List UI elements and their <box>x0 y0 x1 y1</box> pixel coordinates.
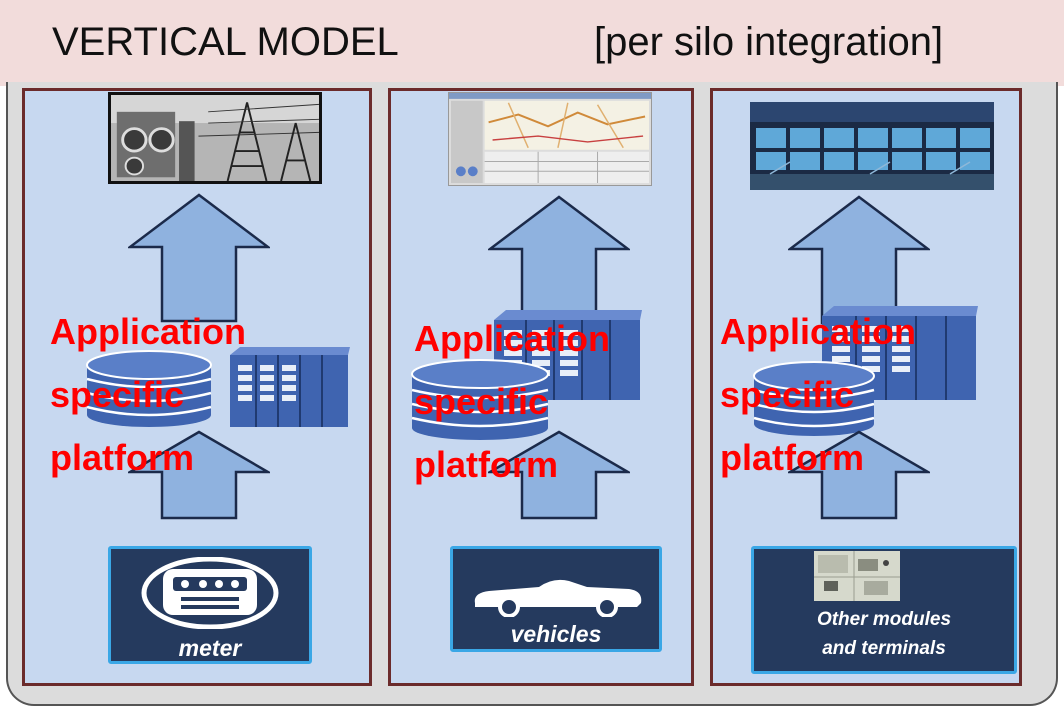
database-stack-icon <box>752 358 876 438</box>
device-label-vehicles: vehicles <box>510 621 602 647</box>
platform-label-1: Application specific platform <box>50 311 246 478</box>
convertible-car-icon <box>469 573 647 618</box>
up-arrow-bottom-3 <box>788 430 930 520</box>
electricity-meter-icon <box>141 556 279 630</box>
database-stack-icon <box>410 354 550 442</box>
diagram-subtitle: [per silo integration] <box>594 20 944 64</box>
device-box-other-modules: Other modules and terminals <box>751 546 1017 674</box>
server-rack-icon <box>228 345 350 429</box>
up-arrow-top-1 <box>128 193 270 323</box>
map-tracking-software-icon <box>448 92 652 186</box>
title-band: VERTICAL MODEL [per silo integration] <box>0 0 1064 86</box>
circuit-module-icon <box>814 551 900 601</box>
device-label-meter: meter <box>178 635 242 661</box>
device-box-vehicles: vehicles <box>450 546 662 652</box>
up-arrow-top-2 <box>488 195 630 325</box>
device-label-other-modules: Other modules and terminals <box>816 609 952 659</box>
diagram-title: VERTICAL MODEL <box>52 20 399 64</box>
device-box-meter: meter <box>108 546 312 664</box>
control-room-monitors-icon <box>750 102 994 190</box>
platform-label-3: Application specific platform <box>720 311 916 478</box>
database-stack-icon <box>85 345 213 429</box>
up-arrow-bottom-2 <box>488 430 630 520</box>
up-arrow-bottom-1 <box>128 430 270 520</box>
power-substation-icon <box>108 92 322 184</box>
platform-label-2: Application specific platform <box>414 318 610 485</box>
